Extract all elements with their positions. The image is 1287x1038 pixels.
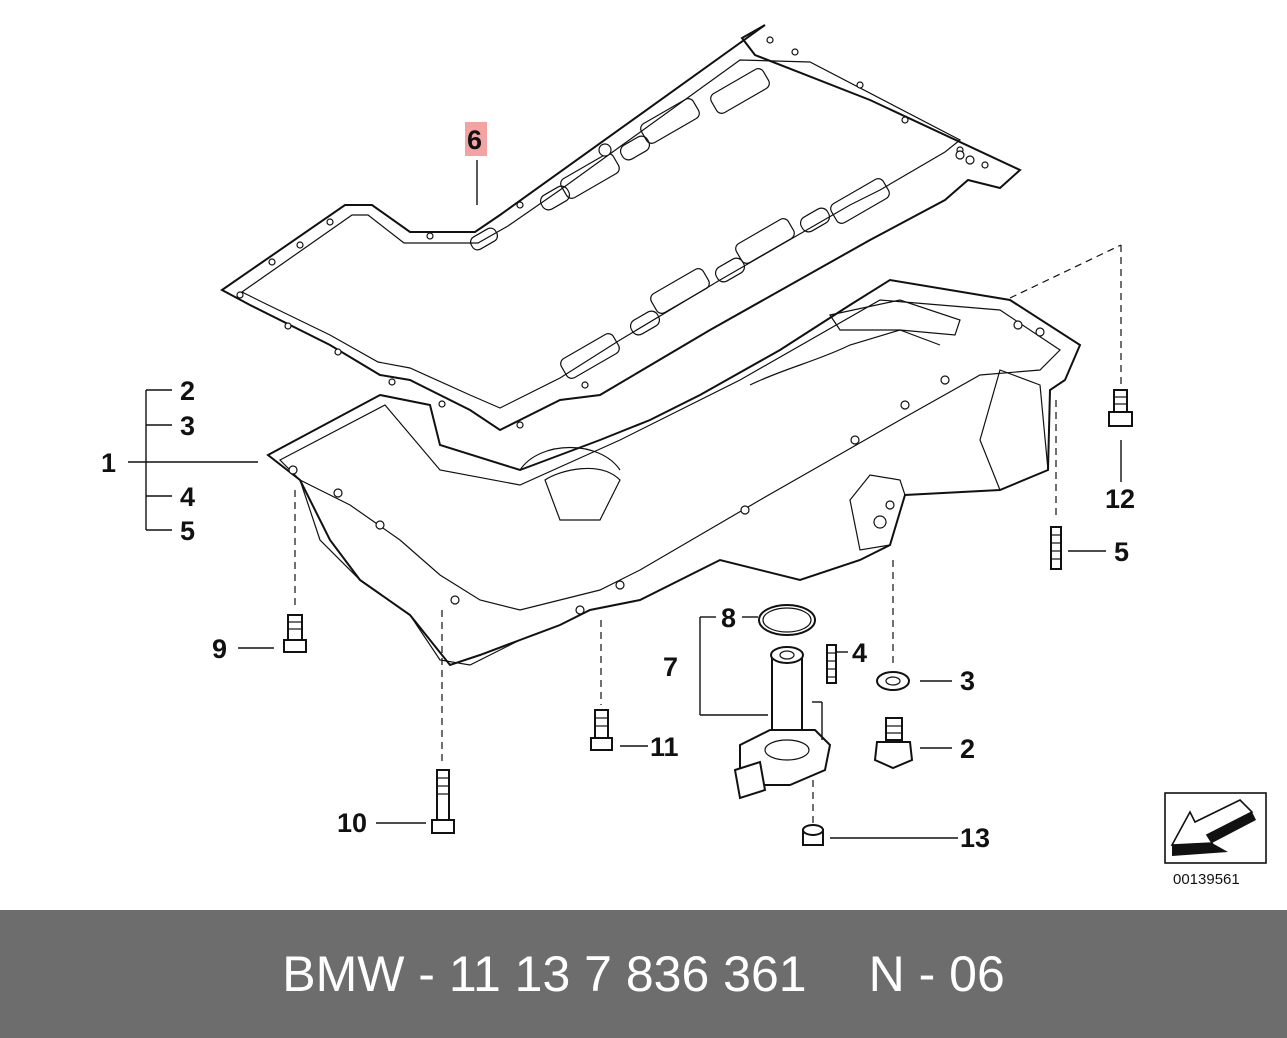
callout-7: 7 [663,652,678,682]
o-ring-8 [758,604,816,636]
bolt-12 [1108,389,1133,427]
callout-5-stud: 5 [1114,537,1129,567]
callout-13: 13 [960,823,990,853]
parts-diagram: 1 2 3 4 5 6 12 5 9 8 7 4 3 2 11 10 13 00… [101,24,1267,888]
nut-13 [802,824,824,846]
callout-4: 4 [180,482,195,512]
part-number: BMW - 11 13 7 836 361 [282,946,807,1002]
footer-bar: BMW - 11 13 7 836 361 N - 06 [0,910,1287,1038]
callout-8: 8 [721,603,736,633]
oil-level-sensor-7 [733,646,832,800]
callout-6: 6 [467,125,482,155]
stud-4 [826,644,837,684]
callout-2: 2 [180,376,195,406]
callout-1: 1 [101,448,116,478]
bolt-9 [283,614,307,653]
callout-4-stud: 4 [852,638,867,668]
callout-3: 3 [180,411,195,441]
reference-number: 00139561 [1173,871,1240,888]
bolt-10 [431,769,455,834]
callout-2-plug: 2 [960,734,975,764]
bolt-11 [590,709,613,751]
oil-pan-gasket [220,24,1022,432]
oil-pan [266,278,1082,667]
direction-box [1164,792,1267,864]
footer-text: BMW - 11 13 7 836 361 N - 06 [0,910,1287,1038]
engine-code: N - 06 [868,946,1005,1002]
callout-10: 10 [337,808,367,838]
callouts: 1 2 3 4 5 6 12 5 9 8 7 4 3 2 11 10 13 [101,125,1135,853]
callout-5: 5 [180,516,195,546]
leader-lines [128,160,1122,839]
callout-12: 12 [1105,484,1135,514]
diagram-svg: 1 2 3 4 5 6 12 5 9 8 7 4 3 2 11 10 13 00… [101,24,1267,888]
drain-plug-2 [873,717,914,770]
assembly-lines [294,244,1122,825]
callout-3-washer: 3 [960,666,975,696]
stud-5 [1050,526,1062,570]
washer-3 [876,671,910,691]
arrow-icon [1170,799,1254,846]
callout-11: 11 [650,732,679,762]
highlight-callout-6 [465,122,487,156]
callout-9: 9 [212,634,227,664]
